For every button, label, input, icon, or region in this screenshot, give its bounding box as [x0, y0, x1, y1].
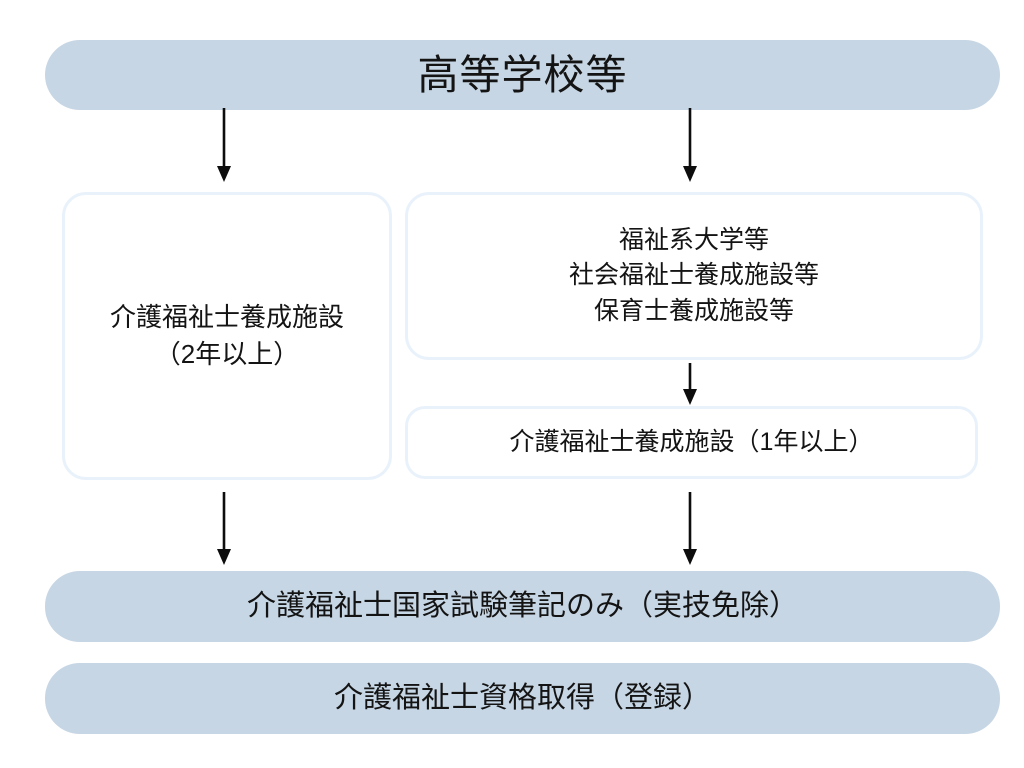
node-fukushi-university-group: 福祉系大学等 社会福祉士養成施設等 保育士養成施設等	[405, 192, 983, 360]
node-license-label: 介護福祉士資格取得（登録）	[333, 681, 711, 714]
node-high-school: 高等学校等	[45, 40, 1000, 110]
arrow-high-school-to-fukushi-group	[683, 108, 697, 182]
node-high-school-label: 高等学校等	[417, 51, 628, 98]
node-exam-label: 介護福祉士国家試験筆記のみ（実技免除）	[246, 589, 798, 622]
arrow-high-school-to-kaigo-2y	[217, 108, 231, 182]
node-kaigo-1y-label: 介護福祉士養成施設（1年以上）	[509, 427, 874, 456]
node-license-registration: 介護福祉士資格取得（登録）	[45, 663, 1000, 734]
node-kaigo-fukushi-training-1year: 介護福祉士養成施設（1年以上）	[405, 406, 978, 479]
node-fukushi-group-label: 福祉系大学等 社会福祉士養成施設等 保育士養成施設等	[568, 225, 819, 325]
node-kaigo-2y-label: 介護福祉士養成施設 （2年以上）	[109, 302, 344, 369]
node-national-exam-written-only: 介護福祉士国家試験筆記のみ（実技免除）	[45, 571, 1000, 642]
node-kaigo-fukushi-training-2years: 介護福祉士養成施設 （2年以上）	[62, 192, 392, 480]
arrow-kaigo-1y-to-exam	[683, 492, 697, 565]
arrow-kaigo-2y-to-exam	[217, 492, 231, 565]
arrow-fukushi-group-to-kaigo-1y	[683, 363, 697, 405]
